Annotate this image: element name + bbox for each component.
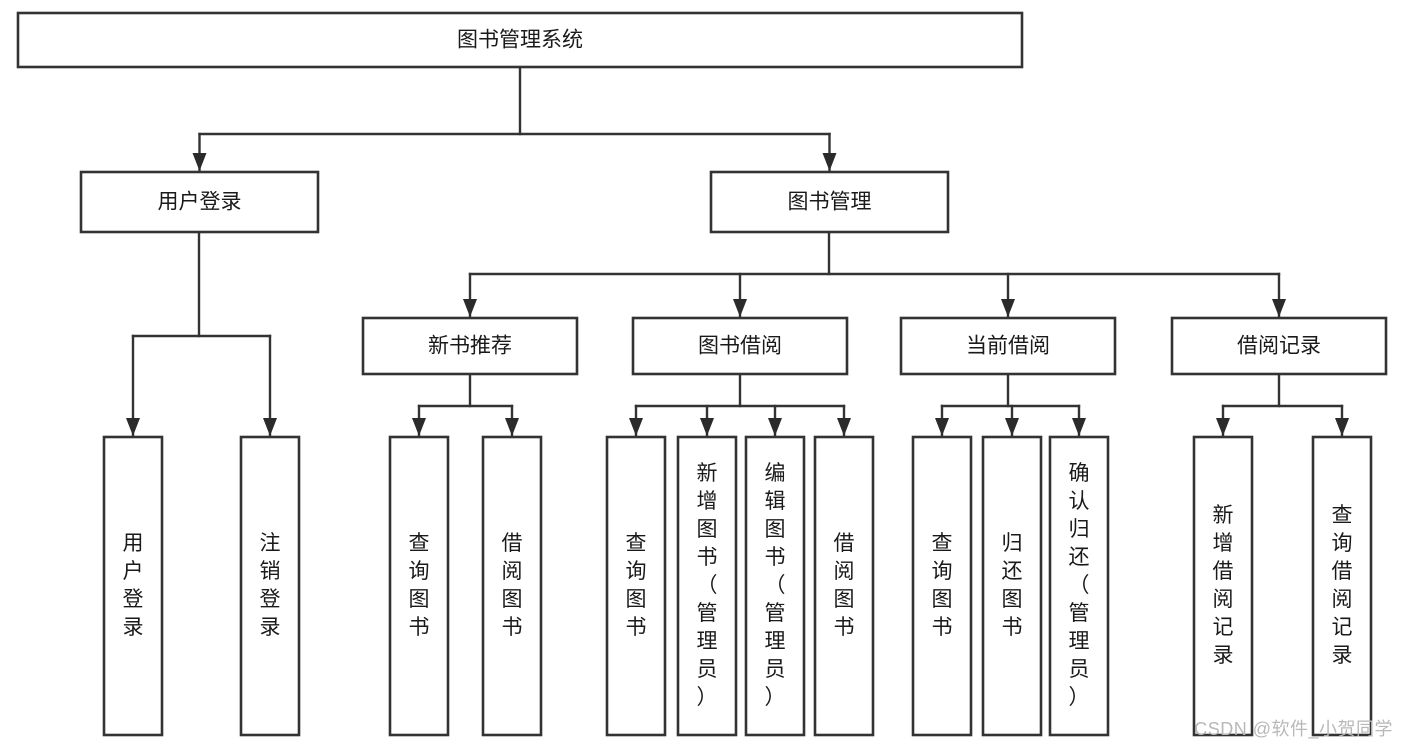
node-box-leaf-user-login[interactable] (102, 435, 164, 737)
node-leaf-edit-book[interactable]: 编辑图书（管理员） (744, 435, 806, 737)
connector-group-bus-book-mgmt (463, 230, 1286, 318)
arrow-head-icon (1272, 299, 1286, 317)
arrow-head-icon (1001, 299, 1015, 317)
arrow-head-icon (1072, 418, 1086, 436)
node-label-leaf-query-book-2: 查询图书 (626, 532, 647, 639)
node-leaf-return-book[interactable]: 归还图书 (981, 435, 1043, 737)
node-box-leaf-query-record[interactable] (1311, 435, 1373, 737)
node-box-leaf-return-book[interactable] (981, 435, 1043, 737)
node-box-leaf-edit-book[interactable] (744, 435, 806, 737)
arrow-head-icon (1335, 418, 1349, 436)
node-leaf-query-book-1[interactable]: 查询图书 (388, 435, 450, 737)
arrow-head-icon (263, 418, 277, 436)
arrow-head-icon (505, 418, 519, 436)
watermark-label: CSDN @软件_小贺同学 (1194, 719, 1393, 739)
node-label-leaf-return-book: 归还图书 (1002, 532, 1023, 639)
node-box-leaf-add-record[interactable] (1192, 435, 1254, 737)
node-box-leaf-borrow-book-2[interactable] (813, 435, 875, 737)
connector-group-bus-new-book-rec (412, 372, 519, 437)
node-leaf-user-login[interactable]: 用户登录 (102, 435, 164, 737)
node-box-leaf-query-book-2[interactable] (605, 435, 667, 737)
node-box-leaf-query-book-3[interactable] (911, 435, 973, 737)
node-box-root[interactable] (16, 11, 1024, 69)
nodes-layer: 图书管理系统用户登录图书管理新书推荐图书借阅当前借阅借阅记录用户登录注销登录查询… (16, 11, 1388, 737)
node-label-leaf-user-login: 用户登录 (123, 532, 144, 639)
node-leaf-borrow-book-1[interactable]: 借阅图书 (481, 435, 543, 737)
node-box-user-login[interactable] (79, 170, 320, 234)
arrow-head-icon (192, 153, 207, 171)
node-current-borrow[interactable]: 当前借阅 (899, 316, 1117, 376)
node-label-borrow-record: 借阅记录 (1237, 335, 1321, 358)
connectors-layer (126, 65, 1349, 437)
node-leaf-borrow-book-2[interactable]: 借阅图书 (813, 435, 875, 737)
node-label-user-login: 用户登录 (158, 191, 242, 214)
connector-group-bus-root (192, 65, 837, 172)
node-leaf-add-book[interactable]: 新增图书（管理员） (676, 435, 738, 737)
node-new-book-rec[interactable]: 新书推荐 (361, 316, 579, 376)
arrow-head-icon (1216, 418, 1230, 436)
arrow-head-icon (1005, 418, 1019, 436)
node-label-leaf-logout: 注销登录 (260, 532, 281, 639)
node-leaf-confirm-return[interactable]: 确认归还（管理员） (1048, 435, 1110, 737)
node-leaf-query-record[interactable]: 查询借阅记录 (1311, 435, 1373, 737)
arrow-head-icon (768, 418, 782, 436)
node-label-leaf-query-record: 查询借阅记录 (1332, 504, 1353, 667)
arrow-head-icon (700, 418, 714, 436)
node-label-leaf-borrow-book-1: 借阅图书 (502, 532, 523, 639)
node-label-leaf-add-record: 新增借阅记录 (1213, 504, 1234, 667)
node-label-new-book-rec: 新书推荐 (428, 335, 512, 358)
node-book-mgmt[interactable]: 图书管理 (709, 170, 950, 234)
node-leaf-add-record[interactable]: 新增借阅记录 (1192, 435, 1254, 737)
node-leaf-query-book-3[interactable]: 查询图书 (911, 435, 973, 737)
arrow-head-icon (837, 418, 851, 436)
arrow-head-icon (463, 299, 477, 317)
node-box-book-mgmt[interactable] (709, 170, 950, 234)
node-box-new-book-rec[interactable] (361, 316, 579, 376)
node-label-book-borrow: 图书借阅 (698, 335, 782, 358)
arrow-head-icon (629, 418, 643, 436)
node-label-book-mgmt: 图书管理 (788, 191, 872, 214)
node-label-leaf-edit-book: 编辑图书（管理员） (765, 462, 786, 709)
node-box-leaf-add-book[interactable] (676, 435, 738, 737)
arrow-head-icon (126, 418, 140, 436)
node-leaf-logout[interactable]: 注销登录 (239, 435, 301, 737)
node-box-book-borrow[interactable] (631, 316, 849, 376)
node-box-current-borrow[interactable] (899, 316, 1117, 376)
node-label-leaf-query-book-1: 查询图书 (409, 532, 430, 639)
arrow-head-icon (822, 153, 837, 171)
node-book-borrow[interactable]: 图书借阅 (631, 316, 849, 376)
node-box-leaf-borrow-book-1[interactable] (481, 435, 543, 737)
arrow-head-icon (733, 299, 747, 317)
node-user-login[interactable]: 用户登录 (79, 170, 320, 234)
node-box-leaf-query-book-1[interactable] (388, 435, 450, 737)
node-label-current-borrow: 当前借阅 (966, 335, 1050, 358)
node-box-borrow-record[interactable] (1170, 316, 1388, 376)
node-label-leaf-query-book-3: 查询图书 (932, 532, 953, 639)
node-label-leaf-confirm-return: 确认归还（管理员） (1069, 462, 1090, 709)
connector-group-bus-book-borrow (629, 372, 851, 437)
node-box-leaf-logout[interactable] (239, 435, 301, 737)
connector-group-bus-user-login (126, 230, 277, 437)
node-box-leaf-confirm-return[interactable] (1048, 435, 1110, 737)
connector-group-bus-current-borrow (935, 372, 1086, 437)
connector-group-bus-borrow-record (1216, 372, 1349, 437)
node-label-leaf-add-book: 新增图书（管理员） (697, 462, 718, 709)
node-borrow-record[interactable]: 借阅记录 (1170, 316, 1388, 376)
node-leaf-query-book-2[interactable]: 查询图书 (605, 435, 667, 737)
node-root[interactable]: 图书管理系统 (16, 11, 1024, 69)
arrow-head-icon (935, 418, 949, 436)
arrow-head-icon (412, 418, 426, 436)
node-label-root: 图书管理系统 (457, 29, 583, 52)
node-label-leaf-borrow-book-2: 借阅图书 (834, 532, 855, 639)
